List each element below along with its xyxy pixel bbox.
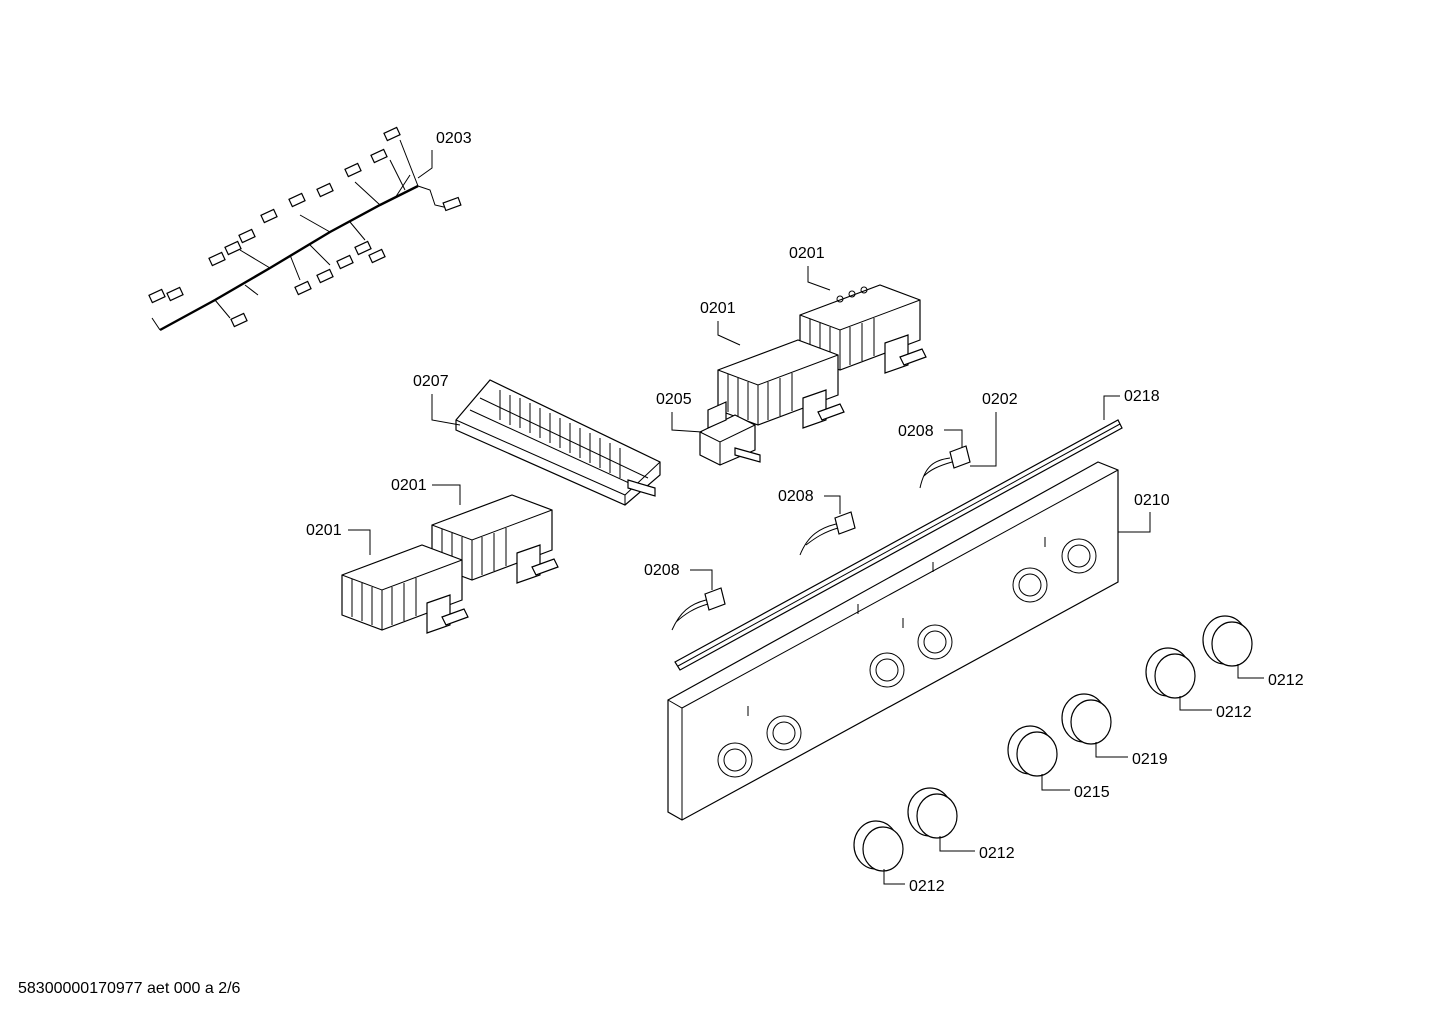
- thermostat: [699, 401, 761, 466]
- wiring-harness: [148, 126, 462, 332]
- knob-2: [1145, 647, 1196, 699]
- document-id-footer: 58300000170977 aet 000 a 2/6: [18, 980, 241, 997]
- knob-3: [907, 787, 958, 839]
- knob-4: [853, 820, 904, 872]
- label-harness: 0203: [436, 130, 472, 147]
- label-switch-top-right: 0201: [789, 245, 825, 262]
- rotary-switch-top-mid: [717, 339, 845, 429]
- label-timer-switch: 0207: [413, 373, 449, 390]
- timer-switch: [455, 379, 661, 506]
- lamp-holder-low: [671, 587, 726, 631]
- label-thermostat: 0205: [656, 391, 692, 408]
- lamp-holder-mid: [799, 511, 856, 556]
- label-knob-6: 0215: [1074, 784, 1110, 801]
- label-switch-top-mid: 0201: [700, 300, 736, 317]
- label-switch-left-upper: 0201: [391, 477, 427, 494]
- knob-5: [1061, 693, 1112, 745]
- rotary-switch-left-upper: [431, 494, 559, 584]
- trim-strip: [674, 419, 1123, 671]
- label-knob-4: 0212: [909, 878, 945, 895]
- knob-1: [1202, 615, 1253, 667]
- label-switch-left-lower: 0201: [306, 522, 342, 539]
- control-panel: [667, 461, 1119, 821]
- label-knob-3: 0212: [979, 845, 1015, 862]
- label-lamp-wire: 0202: [982, 391, 1018, 408]
- knob-group: [853, 615, 1253, 872]
- knob-6: [1007, 725, 1058, 777]
- rotary-switch-left-lower: [341, 544, 469, 634]
- label-lamp-top: 0208: [898, 423, 934, 440]
- label-lamp-low: 0208: [644, 562, 680, 579]
- label-knob-5: 0219: [1132, 751, 1168, 768]
- label-knob-1: 0212: [1268, 672, 1304, 689]
- label-lamp-mid: 0208: [778, 488, 814, 505]
- label-trim-strip: 0218: [1124, 388, 1160, 405]
- rotary-switch-top-right: [799, 284, 927, 374]
- lamp-holder-top: [919, 445, 971, 489]
- label-control-panel: 0210: [1134, 492, 1170, 509]
- label-knob-2: 0212: [1216, 704, 1252, 721]
